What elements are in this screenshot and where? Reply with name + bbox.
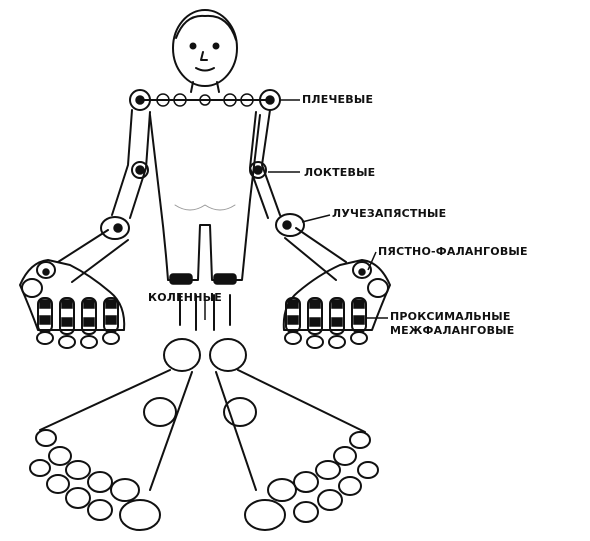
- label-pip-line2: МЕЖФАЛАНГОВЫЕ: [390, 324, 514, 338]
- pip-joints: [40, 316, 364, 326]
- right-arm: [250, 110, 346, 280]
- label-pip-line1: ПРОКСИМАЛЬНЫЕ: [390, 310, 514, 324]
- wrist-joints: [101, 214, 304, 239]
- head: [173, 10, 237, 92]
- label-knee: КОЛЕННЫЕ: [148, 291, 222, 304]
- label-pip: ПРОКСИМАЛЬНЫЕ МЕЖФАЛАНГОВЫЕ: [390, 310, 514, 338]
- knee-joints: [170, 274, 236, 284]
- label-mcp: ПЯСТНО-ФАЛАНГОВЫЕ: [378, 245, 528, 258]
- elbow-joints: [132, 162, 266, 178]
- left-arm: [58, 110, 150, 282]
- torso: [140, 100, 270, 280]
- label-wrist: ЛУЧЕЗАПЯСТНЫЕ: [332, 207, 446, 220]
- label-shoulder: ПЛЕЧЕВЫЕ: [302, 93, 373, 106]
- label-elbow: ЛОКТЕВЫЕ: [304, 166, 375, 179]
